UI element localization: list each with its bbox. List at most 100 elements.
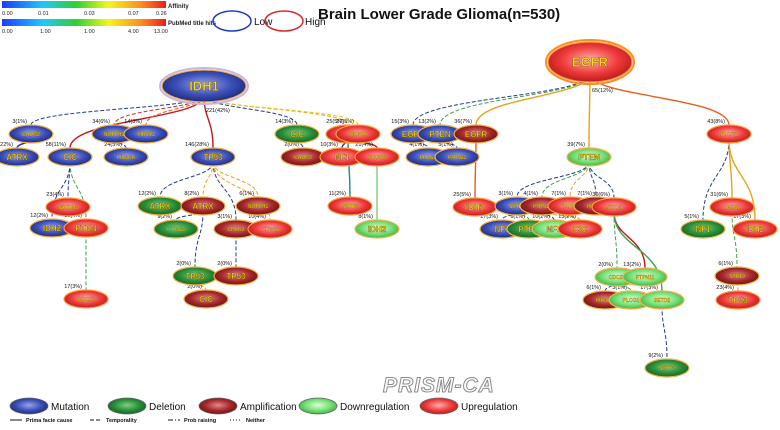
edge-label: 6(1%) [510,214,525,220]
node-ptpn11-e: PTPN11 [622,267,668,287]
node-label: PTEN [75,224,97,233]
pubmed-scale: PubMed title hits 0.00 1.00 1.00 4.00 13… [2,19,217,35]
edge-label: 3(1%) [612,285,627,291]
edge-label: 15(3%) [391,119,409,125]
legend-edge-dotted: Neither [230,418,266,424]
node-nf1-d: NF1 [680,219,726,239]
edge-label: 17(3%) [640,285,658,291]
node-shape [0,147,40,167]
node-label: IDH1 [466,203,485,212]
node-notch1-b: NOTCH1 [91,124,137,144]
edge-label: 25(5%) [453,192,471,198]
edge-chek2_b-stk19_b [731,212,738,268]
edge-tp53_a-ptpn11_b [212,162,271,221]
legend-item-amplification: Amplification [198,397,297,415]
edge-label: 14(3%) [124,119,142,125]
node-idh2-b: IDH2 [354,219,400,239]
legend-swatch [298,397,338,415]
edge-label: 8(1%) [358,214,373,220]
pubmed-tick: 1.00 [84,29,95,35]
node-chek2-b: CHEK2 [709,197,755,217]
edges-layer [16,73,756,360]
node-label: CIC [290,130,304,139]
node-label: TP53 [185,272,205,281]
edge-cic_a-idh2_a [51,162,71,220]
node-notch1-a: NOTCH1 [45,197,91,217]
affinity-tick: 0.00 [2,11,13,17]
node-label: CDC27 [609,275,626,281]
node-label: CHEK2 [724,205,741,211]
edge-label: 43(8%) [707,119,725,125]
root-count-label: 221(42%) [206,108,230,114]
edge-label: 6(1%) [239,191,254,197]
edge-label: 10(4%) [248,214,266,220]
legend-edge-dashdot: Prob raising [168,418,216,424]
edge-label: 10(2%) [532,214,550,220]
edge-label: 3(1%) [217,214,232,220]
edge-label: 2(0%) [176,261,191,267]
node-label: NOTCH1 [248,204,269,210]
legend-edge-solid: Prima facie cause [10,418,72,424]
node-shape [354,219,400,239]
legend-edge-label: Prima facie cause [26,418,72,424]
low-high-legend: Low High [212,10,326,32]
edge-label: 4(1%) [409,142,424,148]
node-shape [557,219,603,239]
edge-label: 12(2%) [30,213,48,219]
node-shape [8,124,54,144]
legend-label: Amplification [240,402,297,413]
edge-label: 7(1%) [577,191,592,197]
node-shape [274,124,320,144]
edge-label: 13(2%) [418,119,436,125]
node-label: PTEN [518,225,540,234]
edge-label: 23(4%) [46,192,64,198]
watermark: PRISM-CA [383,374,495,398]
node-label: EGFR [465,130,487,139]
edge-plcg1_c-nf1_d [702,139,730,221]
node-label: SETD2 [654,298,670,304]
edge-label: 6(1%) [718,261,733,267]
node-idh1: IDH1 [159,67,249,105]
node-label: PIK3CA [596,298,615,304]
node-shape [235,196,281,216]
node-plcg1-c: PLCG1 [706,124,752,144]
node-label: PLCG1 [721,132,738,138]
edge-label: 7(1%) [551,191,566,197]
legend-edge-label: Neither [246,418,266,424]
node-atrx-c: ATRX [180,196,226,216]
edge-label: 3(1%) [12,119,27,125]
legend-item-upregulation: Upregulation [419,397,518,415]
node-notch1-c: NOTCH1 [235,196,281,216]
node-label: IDH2 [746,225,765,234]
node-shape [190,147,236,167]
edge-label: 31(6%) [710,192,728,198]
node-shape [47,147,93,167]
node-shape [639,290,685,310]
node-shape [706,124,752,144]
pubmed-label: PubMed title hits [168,21,217,27]
edge-label: 2(0%) [598,262,613,268]
edge-label: 4(1%) [523,191,538,197]
edge-tp53_a-chek2_a [212,162,237,221]
node-ptpn11-a: PTPN11 [153,219,199,239]
node-label: NF1 [334,153,350,162]
node-halo [159,67,249,105]
node-label: CADM2 [22,132,40,138]
legend-swatch [419,397,459,415]
affinity-tick: 0.01 [38,11,49,17]
legend-label: Upregulation [461,402,518,413]
node-idh1-b: IDH1 [452,197,498,217]
node-pik3r1-b: PIK3R1 [354,147,400,167]
edge-label: 2(0%) [217,261,232,267]
edge-egfr-egfr_b [412,73,591,126]
node-label: IDH1 [189,79,219,94]
node-label: TP53 [226,272,246,281]
node-label: STK19 [729,274,745,280]
edge-label: 17(3%) [64,284,82,290]
node-label: CHEK2 [228,227,245,233]
low-ellipse [212,10,252,32]
high-label: High [305,17,326,28]
edge-label: 10(3%) [320,142,338,148]
